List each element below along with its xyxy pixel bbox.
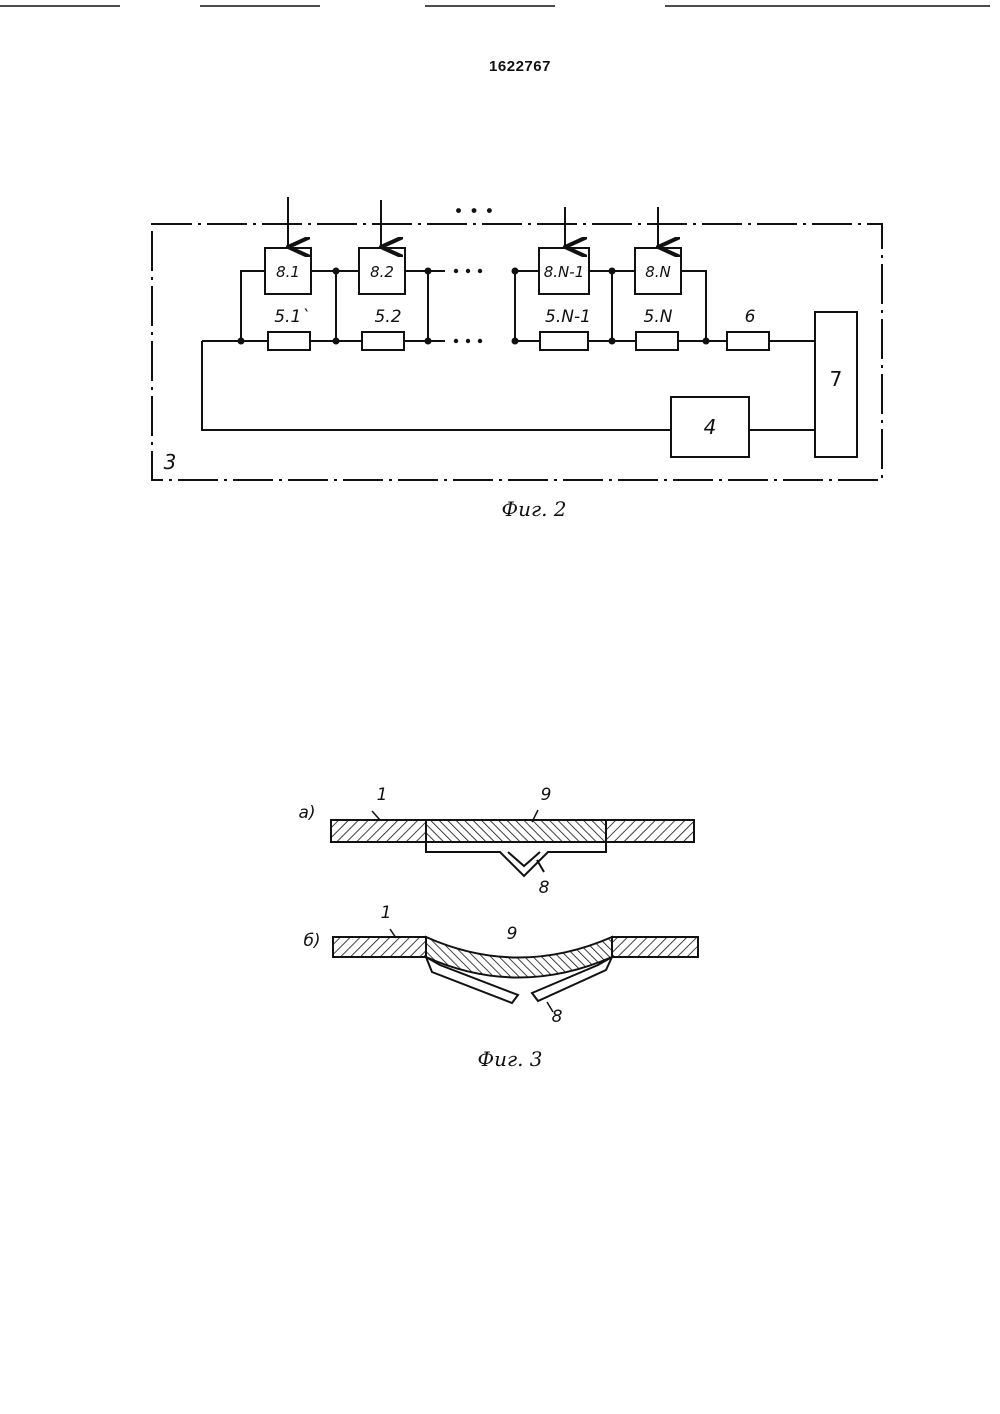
label-8-Nm1: 8.N-1 — [544, 263, 585, 281]
fig3a-tag: а) — [298, 803, 315, 823]
resistor-5-N — [636, 332, 678, 350]
label-5-N: 5.N — [644, 307, 673, 327]
fig3b-label-1: 1 — [381, 903, 392, 923]
caption-fig-3: Фиг. 3 — [477, 1047, 542, 1071]
label-7: 7 — [830, 367, 843, 391]
resistor-5-1 — [268, 332, 310, 350]
label-4: 4 — [704, 415, 717, 439]
fig3b-label-8: 8 — [552, 1007, 563, 1027]
fig3a-label-8: 8 — [539, 878, 550, 898]
ellipsis-top: • • • — [454, 202, 495, 222]
resistor-6 — [727, 332, 769, 350]
caption-fig-2: Фиг. 2 — [501, 497, 566, 521]
figure-3a — [331, 810, 694, 876]
label-8-2: 8.2 — [370, 263, 394, 281]
label-frame-3: 3 — [164, 450, 177, 474]
fig3a-label-9: 9 — [541, 785, 552, 805]
fig3b-label-9: 9 — [507, 924, 518, 944]
label-8-N: 8.N — [645, 263, 671, 281]
label-5-Nm1: 5.N-1 — [545, 307, 591, 327]
resistor-5-2 — [362, 332, 404, 350]
label-8-1: 8.1 — [276, 263, 300, 281]
label-5-1: 5.1` — [274, 307, 310, 327]
fig3b-tag: б) — [303, 931, 320, 951]
label-6: 6 — [745, 307, 756, 327]
label-5-2: 5.2 — [374, 307, 401, 327]
fig3a-label-1: 1 — [377, 785, 388, 805]
resistor-5-Nm1 — [540, 332, 588, 350]
frame-3 — [152, 224, 882, 480]
